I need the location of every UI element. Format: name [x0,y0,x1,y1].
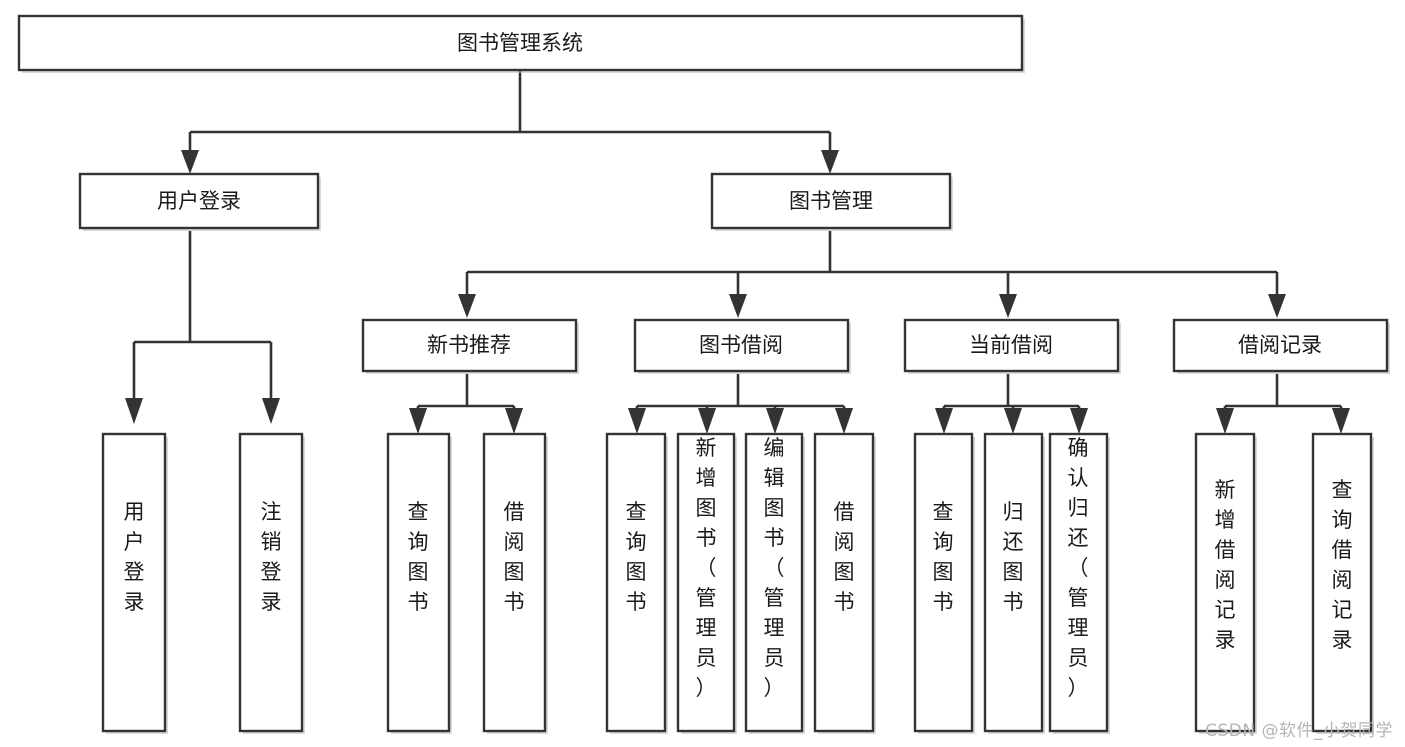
leaf-edit-book-rect [744,432,804,733]
node-borrow-record-rect [1172,318,1389,373]
leaf-query-book-3-label: 查询图书 [933,500,954,614]
arrowhead-leaf-return-book [1004,408,1022,434]
leaf-return-book[interactable]: 归还图书 [983,432,1045,734]
arrowhead-leaf-add-book [698,408,716,434]
leaf-query-book-1-label: 查询图书 [408,500,429,614]
node-root-label: 图书管理系统 [457,31,583,55]
leaf-add-record-label: 新增借阅记录 [1215,478,1236,652]
leaf-user-login-rect [101,432,167,733]
node-book-borrow[interactable]: 图书借阅 [633,318,851,374]
node-user-login-rect [78,172,320,230]
node-user-login-label: 用户登录 [157,189,241,213]
arrowhead-leaf-borrow-book-1 [505,408,523,434]
arrowhead-book-borrow [729,294,747,318]
node-root[interactable]: 图书管理系统 [17,14,1025,73]
arrowhead-user-login [181,150,199,174]
leaf-confirm-return[interactable]: 确认归还（管理员） [1048,432,1110,734]
arrowhead-leaf-edit-book [766,408,784,434]
leaf-add-book-label: 新增图书（管理员） [696,436,717,700]
arrowhead-new-book-recommend [458,294,476,318]
leaf-query-book-3[interactable]: 查询图书 [913,432,975,734]
leaf-user-logout-label: 注销登录 [261,500,282,614]
arrowhead-leaf-user-login [125,398,143,424]
leaf-confirm-return-label: 确认归还（管理员） [1068,436,1089,700]
leaf-query-book-2-label: 查询图书 [626,500,647,614]
leaf-borrow-book-1[interactable]: 借阅图书 [482,432,548,734]
node-book-management-label: 图书管理 [789,189,873,213]
arrowhead-leaf-query-book-1 [409,408,427,434]
leaf-add-book[interactable]: 新增图书（管理员） [676,432,737,734]
leaf-user-logout[interactable]: 注销登录 [238,432,305,734]
node-new-book-recommend-rect [361,318,578,373]
node-current-borrow[interactable]: 当前借阅 [903,318,1121,374]
node-book-management[interactable]: 图书管理 [710,172,953,231]
leaf-add-record-rect [1194,432,1256,733]
leaf-query-record-label: 查询借阅记录 [1332,478,1353,652]
leaf-confirm-return-rect [1048,432,1109,733]
leaf-user-logout-rect [238,432,304,733]
leaf-query-book-3-rect [913,432,974,733]
node-new-book-recommend[interactable]: 新书推荐 [361,318,579,374]
leaf-query-book-2-rect [605,432,667,733]
leaf-borrow-book-2-label: 借阅图书 [834,500,855,614]
connector-layer [125,70,1350,434]
leaf-borrow-book-1-rect [482,432,547,733]
leaf-query-book-1-rect [386,432,451,733]
node-book-borrow-label: 图书借阅 [699,333,783,357]
leaf-query-record-rect [1311,432,1373,733]
node-book-borrow-rect [633,318,850,373]
leaf-borrow-book-1-label: 借阅图书 [504,500,525,614]
csdn-watermark: CSDN @软件_小贺同学 [1205,721,1393,741]
node-current-borrow-label: 当前借阅 [969,333,1053,357]
leaf-borrow-book-2-rect [813,432,875,733]
arrowhead-leaf-user-logout [262,398,280,424]
node-book-management-rect [710,172,952,230]
node-current-borrow-rect [903,318,1120,373]
node-borrow-record[interactable]: 借阅记录 [1172,318,1390,374]
arrowhead-leaf-query-book-2 [628,408,646,434]
node-borrow-record-label: 借阅记录 [1238,333,1322,357]
leaf-return-book-label: 归还图书 [1003,500,1024,614]
leaf-edit-book-label: 编辑图书（管理员） [764,436,785,700]
leaf-query-record[interactable]: 查询借阅记录 [1311,432,1374,734]
arrowhead-leaf-query-book-3 [935,408,953,434]
leaf-add-book-rect [676,432,736,733]
leaf-borrow-book-2[interactable]: 借阅图书 [813,432,876,734]
arrowhead-leaf-add-record [1216,408,1234,434]
arrowhead-book-management [821,150,839,174]
leaf-edit-book[interactable]: 编辑图书（管理员） [744,432,805,734]
leaf-query-book-2[interactable]: 查询图书 [605,432,668,734]
leaf-user-login-label: 用户登录 [124,500,145,614]
leaf-add-record[interactable]: 新增借阅记录 [1194,432,1257,734]
arrowhead-leaf-query-record [1332,408,1350,434]
arrowhead-leaf-confirm-return [1070,408,1088,434]
leaf-user-login[interactable]: 用户登录 [101,432,168,734]
arrowhead-current-borrow [999,294,1017,318]
node-user-login[interactable]: 用户登录 [78,172,321,231]
node-root-rect [17,14,1024,72]
leaf-return-book-rect [983,432,1044,733]
node-new-book-recommend-label: 新书推荐 [427,333,511,357]
arrowhead-leaf-borrow-book-2 [835,408,853,434]
leaf-query-book-1[interactable]: 查询图书 [386,432,452,734]
arrowhead-borrow-record [1268,294,1286,318]
